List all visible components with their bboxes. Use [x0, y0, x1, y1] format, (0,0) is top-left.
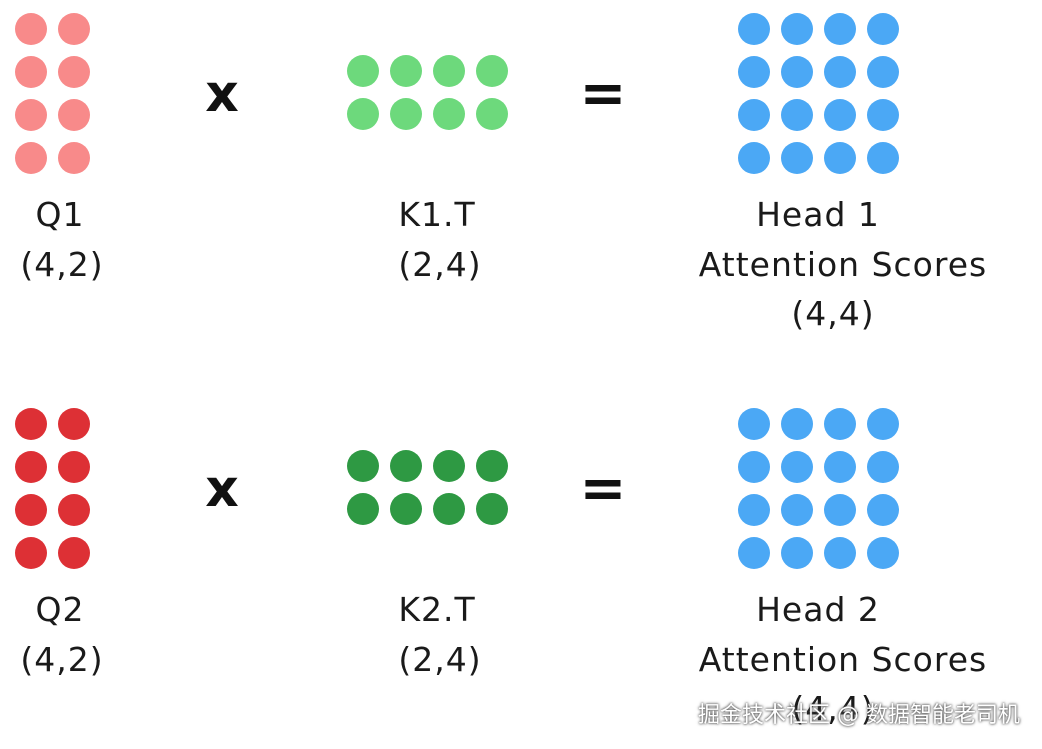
head2-subtitle-label: Attention Scores — [698, 640, 988, 679]
multiply-operator-1: x — [205, 64, 239, 124]
q2-dot-r1-c2 — [58, 408, 90, 440]
head1-scores-dot-r3-c4 — [867, 99, 899, 131]
head2-scores-dot-r1-c2 — [781, 408, 813, 440]
multiply-operator-2: x — [205, 459, 239, 519]
head2-scores-dot-r4-c3 — [824, 537, 856, 569]
head2-scores-dot-r4-c4 — [867, 537, 899, 569]
k1t-dot-r1-c3 — [433, 55, 465, 87]
q1-dot-r1-c1 — [15, 13, 47, 45]
head2-scores-dot-r1-c1 — [738, 408, 770, 440]
q2-dot-r4-c1 — [15, 537, 47, 569]
q2-dot-r2-c1 — [15, 451, 47, 483]
q1-matrix — [15, 13, 90, 174]
k2t-dot-r1-c4 — [476, 450, 508, 482]
head1-scores-dot-r3-c3 — [824, 99, 856, 131]
head1-subtitle-label: Attention Scores — [698, 245, 988, 284]
head2-scores-dot-r2-c3 — [824, 451, 856, 483]
k1t-dot-r1-c2 — [390, 55, 422, 87]
head1-scores-dot-r1-c3 — [824, 13, 856, 45]
head2-scores-dot-r2-c4 — [867, 451, 899, 483]
q2-dot-r3-c1 — [15, 494, 47, 526]
q1-dot-r4-c1 — [15, 142, 47, 174]
head2-scores-dot-r3-c1 — [738, 494, 770, 526]
head2-title-label: Head 2 — [756, 590, 880, 629]
k2t-dot-r1-c2 — [390, 450, 422, 482]
head1-scores-dot-r4-c2 — [781, 142, 813, 174]
head1-scores-dot-r1-c4 — [867, 13, 899, 45]
k2t-matrix — [347, 450, 508, 525]
head1-scores-dot-r2-c2 — [781, 56, 813, 88]
k1t-shape-label: (2,4) — [398, 245, 482, 284]
q1-dot-r4-c2 — [58, 142, 90, 174]
head2-scores-dot-r3-c4 — [867, 494, 899, 526]
k1t-dot-r2-c3 — [433, 98, 465, 130]
q2-name-label: Q2 — [35, 590, 85, 629]
head1-scores-dot-r4-c4 — [867, 142, 899, 174]
k2t-name-label: K2.T — [398, 590, 476, 629]
head2-scores-dot-r1-c4 — [867, 408, 899, 440]
head1-scores-dot-r2-c1 — [738, 56, 770, 88]
k1t-dot-r2-c1 — [347, 98, 379, 130]
equals-operator-1: = — [579, 61, 627, 126]
k2t-dot-r2-c4 — [476, 493, 508, 525]
head1-scores-dot-r3-c2 — [781, 99, 813, 131]
k1t-dot-r2-c2 — [390, 98, 422, 130]
head1-scores-dot-r1-c1 — [738, 13, 770, 45]
head2-scores-dot-r2-c1 — [738, 451, 770, 483]
q1-shape-label: (4,2) — [20, 245, 104, 284]
equals-operator-2: = — [579, 456, 627, 521]
head2-scores-matrix — [738, 408, 899, 569]
head1-title-label: Head 1 — [756, 195, 880, 234]
q1-dot-r1-c2 — [58, 13, 90, 45]
q2-dot-r4-c2 — [58, 537, 90, 569]
head1-scores-dot-r2-c3 — [824, 56, 856, 88]
q1-dot-r2-c1 — [15, 56, 47, 88]
k1t-dot-r1-c1 — [347, 55, 379, 87]
q2-dot-r2-c2 — [58, 451, 90, 483]
k2t-dot-r2-c3 — [433, 493, 465, 525]
head1-shape-label: (4,4) — [791, 294, 875, 333]
head1-scores-dot-r4-c3 — [824, 142, 856, 174]
q2-dot-r1-c1 — [15, 408, 47, 440]
k1t-dot-r1-c4 — [476, 55, 508, 87]
head1-scores-dot-r2-c4 — [867, 56, 899, 88]
k1t-name-label: K1.T — [398, 195, 476, 234]
q1-dot-r3-c1 — [15, 99, 47, 131]
q1-name-label: Q1 — [35, 195, 85, 234]
k2t-dot-r2-c1 — [347, 493, 379, 525]
head1-scores-dot-r3-c1 — [738, 99, 770, 131]
q1-dot-r2-c2 — [58, 56, 90, 88]
head2-scores-dot-r3-c3 — [824, 494, 856, 526]
q1-dot-r3-c2 — [58, 99, 90, 131]
head2-shape-label: (4,4) — [791, 689, 875, 728]
k2t-shape-label: (2,4) — [398, 640, 482, 679]
head2-scores-dot-r1-c3 — [824, 408, 856, 440]
q2-dot-r3-c2 — [58, 494, 90, 526]
head2-scores-dot-r3-c2 — [781, 494, 813, 526]
head2-scores-dot-r4-c1 — [738, 537, 770, 569]
k1t-matrix — [347, 55, 508, 130]
head1-scores-dot-r1-c2 — [781, 13, 813, 45]
head2-scores-dot-r2-c2 — [781, 451, 813, 483]
k1t-dot-r2-c4 — [476, 98, 508, 130]
head1-scores-dot-r4-c1 — [738, 142, 770, 174]
watermark-text: 掘金技术社区 @ 数据智能老司机 — [698, 703, 1020, 728]
head2-scores-dot-r4-c2 — [781, 537, 813, 569]
q2-shape-label: (4,2) — [20, 640, 104, 679]
k2t-dot-r1-c3 — [433, 450, 465, 482]
k2t-dot-r2-c2 — [390, 493, 422, 525]
k2t-dot-r1-c1 — [347, 450, 379, 482]
q2-matrix — [15, 408, 90, 569]
head1-scores-matrix — [738, 13, 899, 174]
